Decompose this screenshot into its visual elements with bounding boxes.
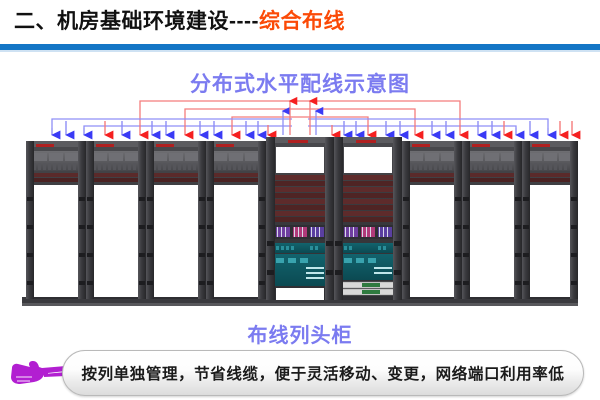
pointing-hand-icon	[11, 361, 66, 384]
diagram-title: 分布式水平配线示意图	[190, 73, 410, 96]
cable-riser	[281, 96, 324, 135]
diagram-caption: 布线列头柜	[247, 325, 353, 347]
server-rack	[26, 141, 86, 299]
cable-trunk-red	[139, 100, 461, 125]
rack-diagram-svg	[22, 96, 581, 306]
title-divider	[0, 44, 600, 52]
cable-trunk-blue	[51, 118, 549, 128]
rack-row-diagram	[0, 95, 600, 315]
rack-row	[22, 137, 578, 306]
page-title: 二、机房基础环境建设----综合布线	[14, 5, 345, 35]
server-rack	[402, 141, 462, 299]
fiber-module-row	[342, 225, 394, 239]
server-rack	[86, 141, 146, 299]
head-cabinet	[334, 137, 402, 300]
page-title-main: 二、机房基础环境建设----	[14, 10, 259, 33]
server-rack	[522, 141, 578, 299]
note-pill: 按列单独管理，节省线缆，便于灵活移动、变更，网络端口利用率低	[62, 350, 584, 396]
server-rack	[206, 141, 266, 299]
page-title-accent: 综合布线	[258, 10, 345, 33]
note-text: 按列单独管理，节省线缆，便于灵活移动、变更，网络端口利用率低	[81, 366, 565, 383]
note-bar: 按列单独管理，节省线缆，便于灵活移动、变更，网络端口利用率低	[0, 348, 600, 398]
server-rack	[146, 141, 206, 299]
network-switch	[340, 243, 396, 280]
network-switch	[272, 243, 328, 286]
head-cabinet	[266, 137, 334, 300]
cable-drops	[51, 121, 581, 140]
server-rack	[462, 141, 522, 299]
patch-panels	[274, 175, 326, 222]
fiber-module-row	[274, 225, 326, 239]
patch-panels	[342, 175, 394, 222]
